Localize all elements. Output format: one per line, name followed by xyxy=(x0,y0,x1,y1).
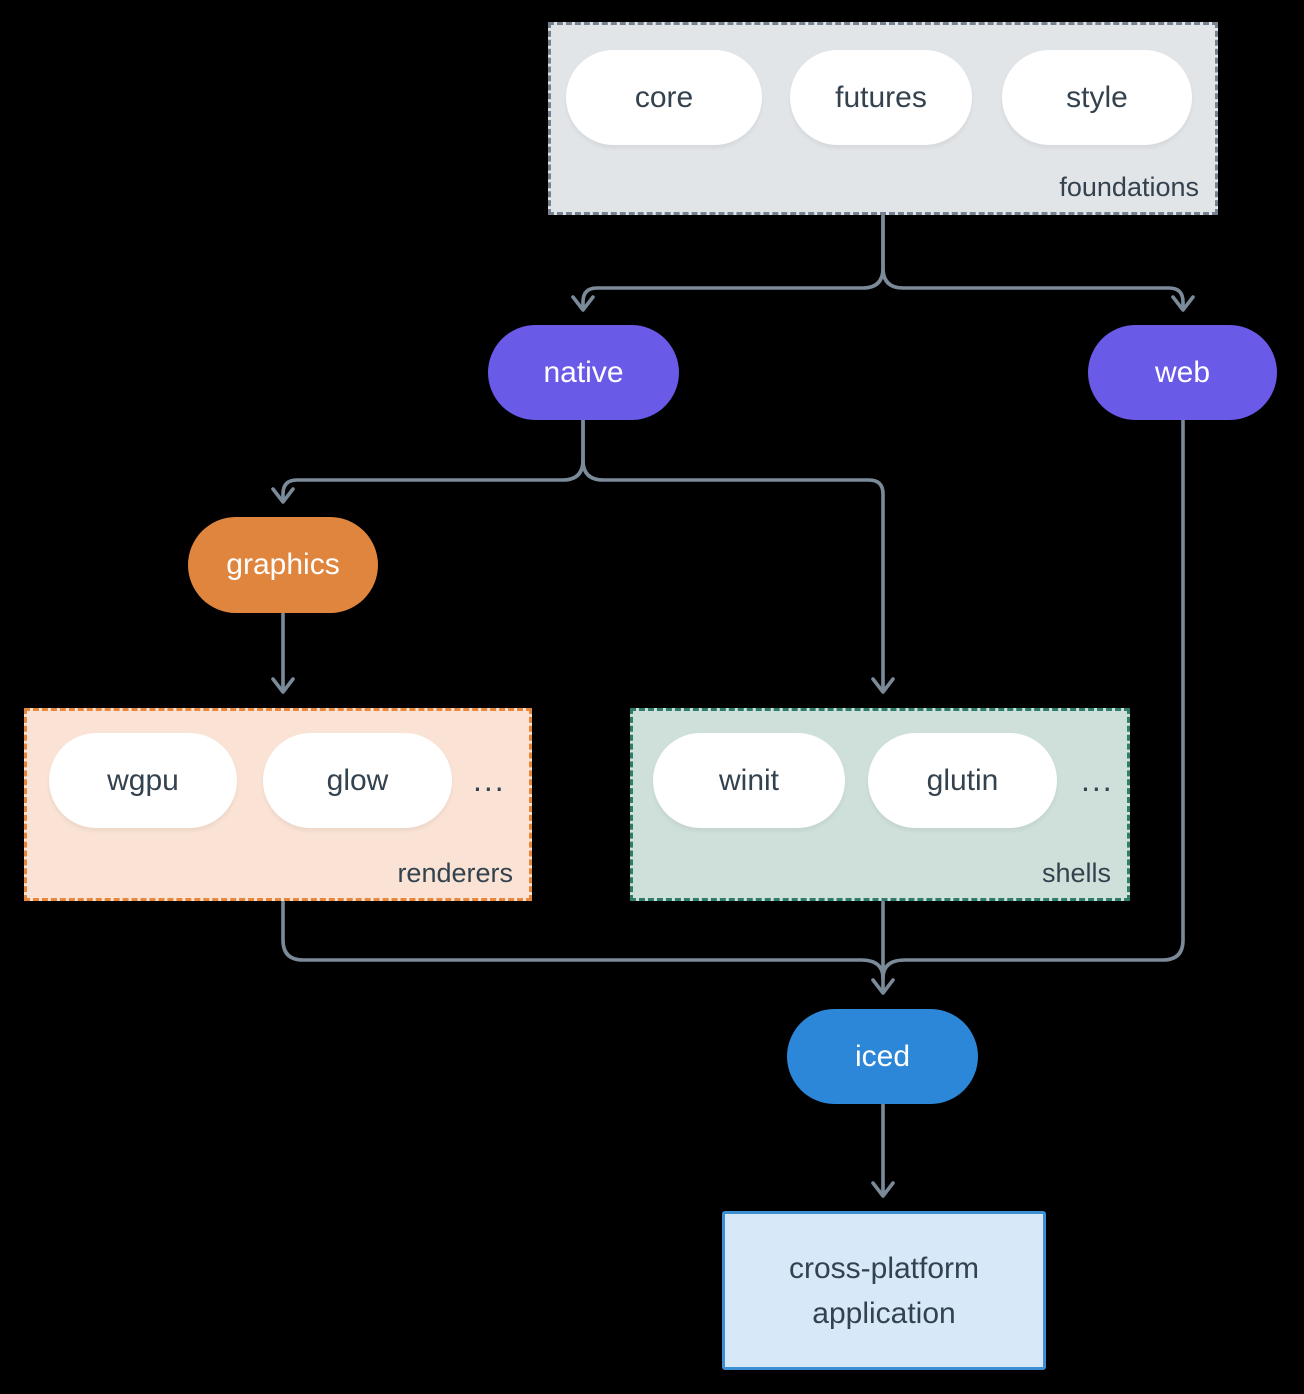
node-core-label: core xyxy=(634,80,694,114)
edge-renderers-merge xyxy=(281,900,885,980)
edge-foundations-web xyxy=(881,214,1195,312)
node-graphics: graphics xyxy=(188,517,378,613)
group-renderers: wgpu glow ... renderers xyxy=(24,708,532,901)
node-wgpu-label: wgpu xyxy=(107,763,179,797)
node-web: web xyxy=(1088,325,1277,420)
node-cross-platform-application: cross-platform application xyxy=(722,1211,1046,1370)
node-glutin: glutin xyxy=(868,733,1057,828)
node-style: style xyxy=(1002,50,1192,145)
renderers-ellipsis: ... xyxy=(473,762,506,798)
node-web-label: web xyxy=(1154,355,1211,389)
node-futures: futures xyxy=(790,50,972,145)
edge-foundations-native xyxy=(571,214,885,312)
shells-ellipsis: ... xyxy=(1081,762,1114,798)
group-foundations: core futures style foundations xyxy=(548,22,1218,215)
node-native-label: native xyxy=(543,355,624,389)
node-graphics-label: graphics xyxy=(226,548,340,581)
group-shells-label: shells xyxy=(1041,858,1111,888)
node-style-label: style xyxy=(1066,80,1128,114)
node-wgpu: wgpu xyxy=(49,733,237,828)
node-futures-label: futures xyxy=(835,80,927,114)
node-winit: winit xyxy=(653,733,845,828)
node-glow-label: glow xyxy=(326,763,389,797)
edge-native-shells xyxy=(581,419,895,694)
app-label-line2: application xyxy=(812,1296,956,1330)
node-core: core xyxy=(566,50,762,145)
edge-web-merge xyxy=(881,419,1185,980)
node-iced-label: iced xyxy=(854,1039,911,1073)
group-shells: winit glutin ... shells xyxy=(630,708,1130,901)
node-glutin-label: glutin xyxy=(926,763,999,797)
edge-native-graphics xyxy=(271,419,585,504)
node-winit-label: winit xyxy=(718,763,779,797)
group-foundations-label: foundations xyxy=(1059,172,1199,202)
group-renderers-label: renderers xyxy=(397,858,513,888)
node-iced: iced xyxy=(787,1009,978,1104)
app-label-line1: cross-platform xyxy=(788,1251,980,1285)
node-native: native xyxy=(488,325,679,420)
node-glow: glow xyxy=(263,733,452,828)
